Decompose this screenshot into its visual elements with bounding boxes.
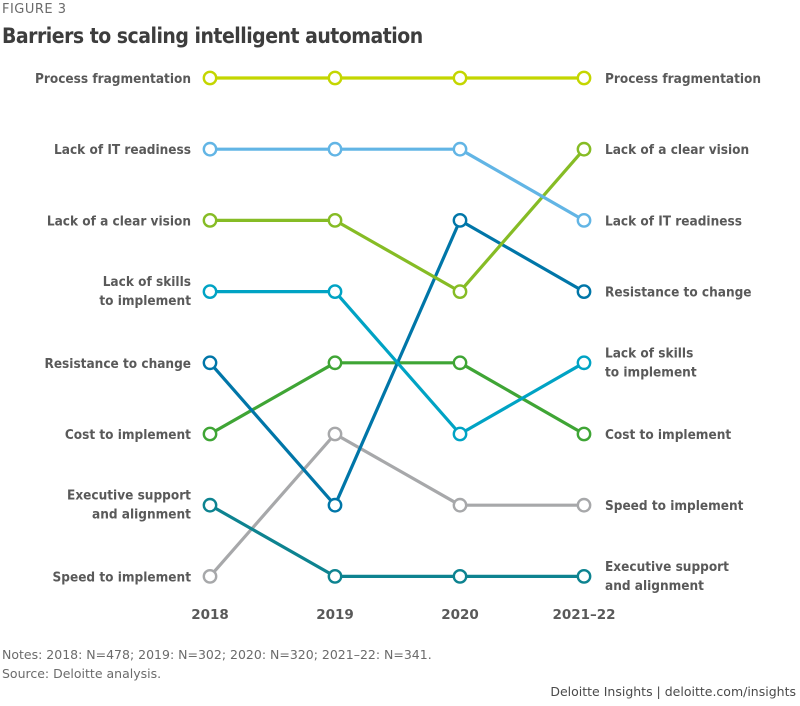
point-executive-support-and-alignment-2018 — [202, 497, 218, 513]
right-label-lack-of-skills-to-implement: Lack of skills — [605, 345, 693, 361]
left-label-executive-support-and-alignment: and alignment — [92, 507, 191, 523]
left-label-executive-support-and-alignment: Executive support — [67, 488, 191, 504]
point-process-fragmentation-2019 — [327, 70, 343, 86]
series-line-executive-support-and-alignment — [209, 503, 584, 579]
x-tick-2019: 2019 — [316, 607, 354, 623]
series-line-speed-to-implement — [208, 432, 584, 578]
left-label-cost-to-implement: Cost to implement — [65, 427, 191, 443]
point-cost-to-implement-2019 — [327, 355, 343, 371]
point-executive-support-and-alignment-2019 — [327, 569, 343, 584]
left-label-speed-to-implement: Speed to implement — [53, 569, 192, 585]
point-cost-to-implement-2018 — [202, 426, 218, 442]
point-lack-of-skills-to-implement-2018 — [202, 284, 218, 299]
series-line-lack-of-it-readiness — [210, 147, 585, 222]
point-lack-of-a-clear-vision-2019 — [327, 212, 343, 228]
series-line-lack-of-a-clear-vision — [210, 148, 586, 294]
point-resistance-to-change-2020 — [452, 212, 468, 228]
figure-label: FIGURE 3 — [2, 2, 67, 17]
chart-title: Barriers to scaling intelligent automati… — [2, 24, 423, 48]
right-label-executive-support-and-alignment: Executive support — [605, 559, 729, 575]
x-tick-2018: 2018 — [191, 607, 229, 623]
x-tick-2020: 2020 — [441, 607, 479, 623]
point-executive-support-and-alignment-2021-22 — [576, 569, 592, 584]
x-axis-ticks: 2018 2019 2020 2021–22 — [191, 607, 615, 623]
right-label-lack-of-a-clear-vision: Lack of a clear vision — [605, 142, 749, 158]
point-lack-of-a-clear-vision-2021-22 — [576, 141, 592, 157]
right-label-lack-of-skills-to-implement: to implement — [605, 364, 697, 380]
series-points — [202, 70, 592, 584]
point-lack-of-it-readiness-2018 — [202, 141, 218, 157]
series-lines — [208, 76, 586, 579]
point-speed-to-implement-2021-22 — [576, 497, 592, 513]
left-label-process-fragmentation: Process fragmentation — [35, 71, 191, 87]
point-lack-of-skills-to-implement-2021-22 — [576, 355, 592, 371]
left-label-lack-of-a-clear-vision: Lack of a clear vision — [47, 213, 191, 229]
point-resistance-to-change-2018 — [202, 355, 218, 371]
notes-text: Notes: 2018: N=478; 2019: N=302; 2020: N… — [2, 647, 432, 662]
point-process-fragmentation-2020 — [452, 70, 468, 86]
right-label-cost-to-implement: Cost to implement — [605, 427, 731, 443]
point-lack-of-a-clear-vision-2020 — [452, 284, 468, 299]
point-lack-of-a-clear-vision-2018 — [202, 212, 218, 228]
point-executive-support-and-alignment-2020 — [452, 569, 468, 584]
point-lack-of-skills-to-implement-2019 — [327, 284, 343, 299]
point-lack-of-skills-to-implement-2020 — [452, 426, 468, 442]
point-speed-to-implement-2019 — [327, 426, 343, 442]
point-speed-to-implement-2020 — [452, 497, 468, 513]
left-label-lack-of-skills-to-implement: Lack of skills — [103, 274, 191, 290]
left-label-lack-of-skills-to-implement: to implement — [99, 293, 191, 309]
right-label-executive-support-and-alignment: and alignment — [605, 578, 704, 594]
right-label-lack-of-it-readiness: Lack of IT readiness — [605, 213, 742, 229]
series-line-lack-of-skills-to-implement — [210, 290, 585, 436]
point-process-fragmentation-2021-22 — [576, 70, 592, 86]
chart-notes: Notes: 2018: N=478; 2019: N=302; 2020: N… — [2, 645, 432, 683]
point-process-fragmentation-2018 — [202, 70, 218, 86]
point-lack-of-it-readiness-2020 — [452, 141, 468, 157]
right-label-speed-to-implement: Speed to implement — [605, 498, 744, 514]
left-label-lack-of-it-readiness: Lack of IT readiness — [54, 142, 191, 158]
point-resistance-to-change-2019 — [327, 497, 343, 513]
point-cost-to-implement-2020 — [452, 355, 468, 371]
right-label-resistance-to-change: Resistance to change — [605, 285, 752, 301]
point-cost-to-implement-2021-22 — [576, 426, 592, 442]
point-resistance-to-change-2021-22 — [576, 284, 592, 299]
left-label-resistance-to-change: Resistance to change — [44, 356, 191, 372]
point-lack-of-it-readiness-2021-22 — [576, 212, 592, 228]
point-speed-to-implement-2018 — [202, 569, 218, 584]
source-text: Source: Deloitte analysis. — [2, 666, 162, 681]
right-label-process-fragmentation: Process fragmentation — [605, 71, 761, 87]
point-lack-of-it-readiness-2019 — [327, 141, 343, 157]
credit-text: Deloitte Insights | deloitte.com/insight… — [550, 684, 796, 699]
series-line-cost-to-implement — [209, 361, 585, 436]
x-tick-2021-22: 2021–22 — [552, 607, 615, 623]
